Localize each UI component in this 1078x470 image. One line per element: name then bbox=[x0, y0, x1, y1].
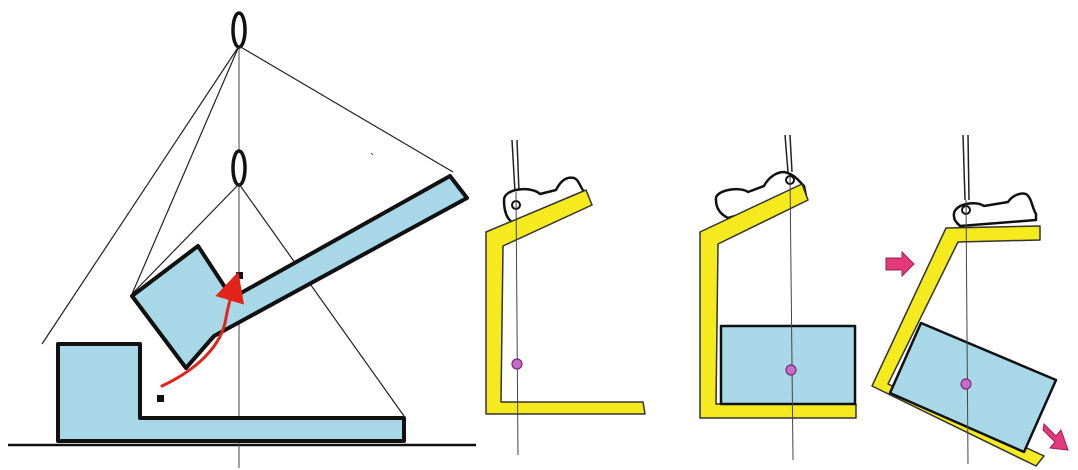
push-arrow-icon bbox=[885, 250, 915, 278]
panel-c-hook-loaded bbox=[699, 134, 857, 461]
c-hook-frame bbox=[699, 183, 857, 419]
crane-rope bbox=[511, 139, 516, 193]
crane-rope bbox=[516, 139, 520, 193]
hook-eye bbox=[952, 192, 1038, 228]
tilted-l-shaped-part bbox=[130, 174, 469, 370]
sling-line bbox=[238, 183, 405, 417]
load-box bbox=[888, 321, 1058, 454]
center-of-gravity-dot-icon bbox=[511, 358, 523, 370]
new-center-of-gravity-marker bbox=[236, 272, 243, 279]
panel-c-hook-empty bbox=[485, 139, 646, 456]
hook-eye bbox=[502, 176, 590, 224]
l-shaped-base-part bbox=[56, 342, 406, 443]
old-center-of-gravity-marker bbox=[157, 395, 164, 402]
rotation-arrow-icon bbox=[160, 271, 245, 388]
sling-line bbox=[131, 183, 240, 295]
sling-line bbox=[41, 45, 240, 345]
sling-line bbox=[238, 45, 454, 173]
panel-sling-lift bbox=[8, 11, 476, 468]
vertical-plumb-line bbox=[965, 199, 969, 465]
vertical-plumb-line bbox=[789, 175, 794, 461]
crane-rope bbox=[967, 134, 970, 201]
crane-rope bbox=[784, 134, 789, 173]
crane-rope bbox=[789, 134, 793, 173]
lifting-ring-icon bbox=[231, 11, 247, 49]
hook-eye bbox=[714, 170, 808, 220]
push-arrow-icon bbox=[1042, 422, 1069, 451]
vertical-plumb-line bbox=[515, 191, 519, 456]
stray-mark bbox=[370, 152, 374, 156]
load-box bbox=[719, 324, 857, 406]
c-hook-frame bbox=[871, 225, 1045, 467]
center-of-gravity-dot-icon bbox=[960, 378, 972, 390]
c-hook-frame bbox=[485, 189, 646, 415]
lifting-ring-icon bbox=[231, 149, 247, 187]
panel-c-hook-tilting bbox=[871, 134, 1069, 467]
crane-rope bbox=[962, 134, 966, 201]
sling-line bbox=[131, 45, 240, 295]
center-of-gravity-dot-icon bbox=[785, 364, 797, 376]
